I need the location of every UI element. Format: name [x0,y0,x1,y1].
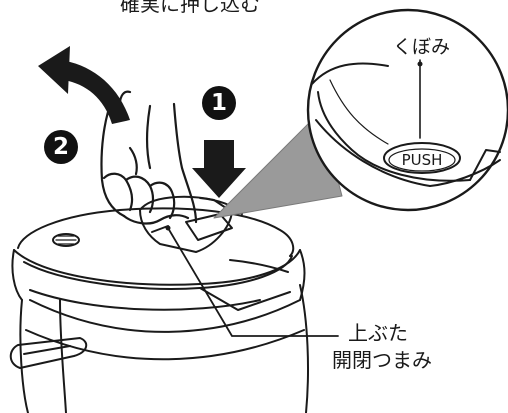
lift-arrow [38,46,130,124]
push-button: PUSH [383,142,461,174]
pot-side-handle [9,337,88,369]
label-lid: 上ぶた [348,321,408,345]
step-1-number: 1 [210,90,227,116]
callout-circle [306,8,508,212]
label-open-close-knob: 開閉つまみ [332,348,432,372]
knob-leader-line [167,227,339,337]
step-2-badge: 2 [44,130,78,164]
pot-lid [17,207,295,311]
step-1-badge: 1 [202,86,236,120]
push-button-text: PUSH [402,151,443,169]
label-recess: くぼみ [393,36,451,58]
caption-push-firmly: 確実に押し込む [120,0,260,16]
step-2-number: 2 [52,134,69,160]
down-arrow [192,140,246,198]
